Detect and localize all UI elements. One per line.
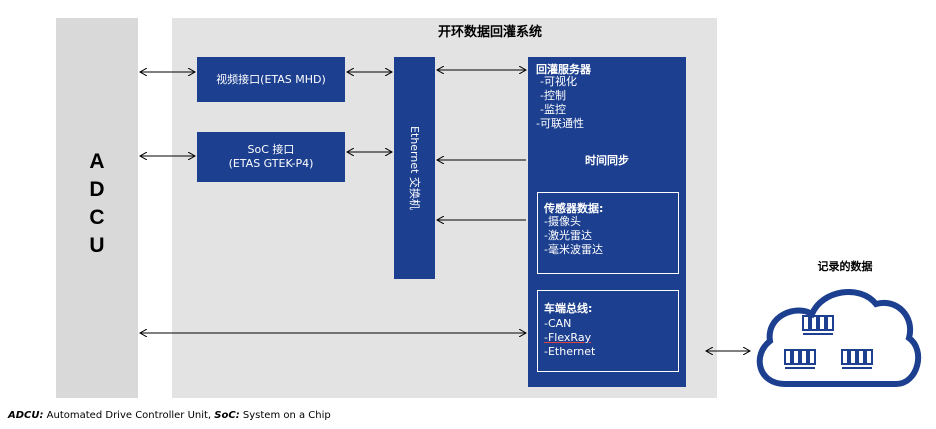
recorded-data-label: 记录的数据 [817, 260, 873, 273]
time-sync-label: 时间同步 [585, 154, 629, 167]
replay-server-title: 回灌服务器 [536, 63, 591, 76]
adcu-label: A D C U [56, 148, 138, 260]
footnote-def-adcu: Automated Drive Controller Unit, [43, 410, 215, 421]
bus-item-flexray: -FlexRay [544, 331, 592, 344]
footnote-term-soc: SoC: [214, 410, 240, 421]
footnote-def-soc: System on a Chip [239, 410, 331, 421]
bus-item-ethernet: -Ethernet [544, 345, 596, 358]
server-item-monitoring: -监控 [540, 103, 566, 116]
sensor-data-title: 传感器数据: [544, 202, 604, 215]
footnote-term-adcu: ADCU: [8, 410, 44, 421]
sensor-data-box [537, 192, 679, 274]
adcu-letter-u: U [89, 234, 105, 257]
sensor-item-radar: -毫米波雷达 [544, 243, 603, 256]
adcu-letter-a: A [89, 150, 105, 173]
sensor-item-camera: -摄像头 [544, 215, 581, 228]
adcu-letter-c: C [89, 206, 105, 229]
video-interface-box: 视频接口(ETAS MHD) [197, 57, 345, 102]
soc-interface-line2: (ETAS GTEK-P4) [228, 157, 314, 170]
replay-server-box [528, 57, 686, 387]
bus-item-can: -CAN [544, 317, 572, 330]
soc-interface-line1: SoC 接口 [247, 143, 295, 156]
server-item-visualization: -可视化 [540, 75, 577, 88]
sensor-item-lidar: -激光雷达 [544, 229, 592, 242]
video-interface-label: 视频接口(ETAS MHD) [216, 72, 326, 86]
server-item-connectivity: -可联通性 [536, 117, 584, 130]
ethernet-switch-box [394, 57, 435, 279]
footnote: ADCU: Automated Drive Controller Unit, S… [8, 410, 331, 421]
server-item-control: -控制 [540, 89, 566, 102]
vehicle-bus-title: 车端总线: [544, 302, 593, 315]
vehicle-bus-box [537, 290, 679, 372]
soc-interface-box: SoC 接口 (ETAS GTEK-P4) [197, 132, 345, 182]
adcu-letter-d: D [89, 178, 105, 201]
adcu-column [56, 18, 138, 398]
cloud-storage-icon [756, 288, 922, 387]
system-title: 开环数据回灌系统 [437, 25, 542, 40]
